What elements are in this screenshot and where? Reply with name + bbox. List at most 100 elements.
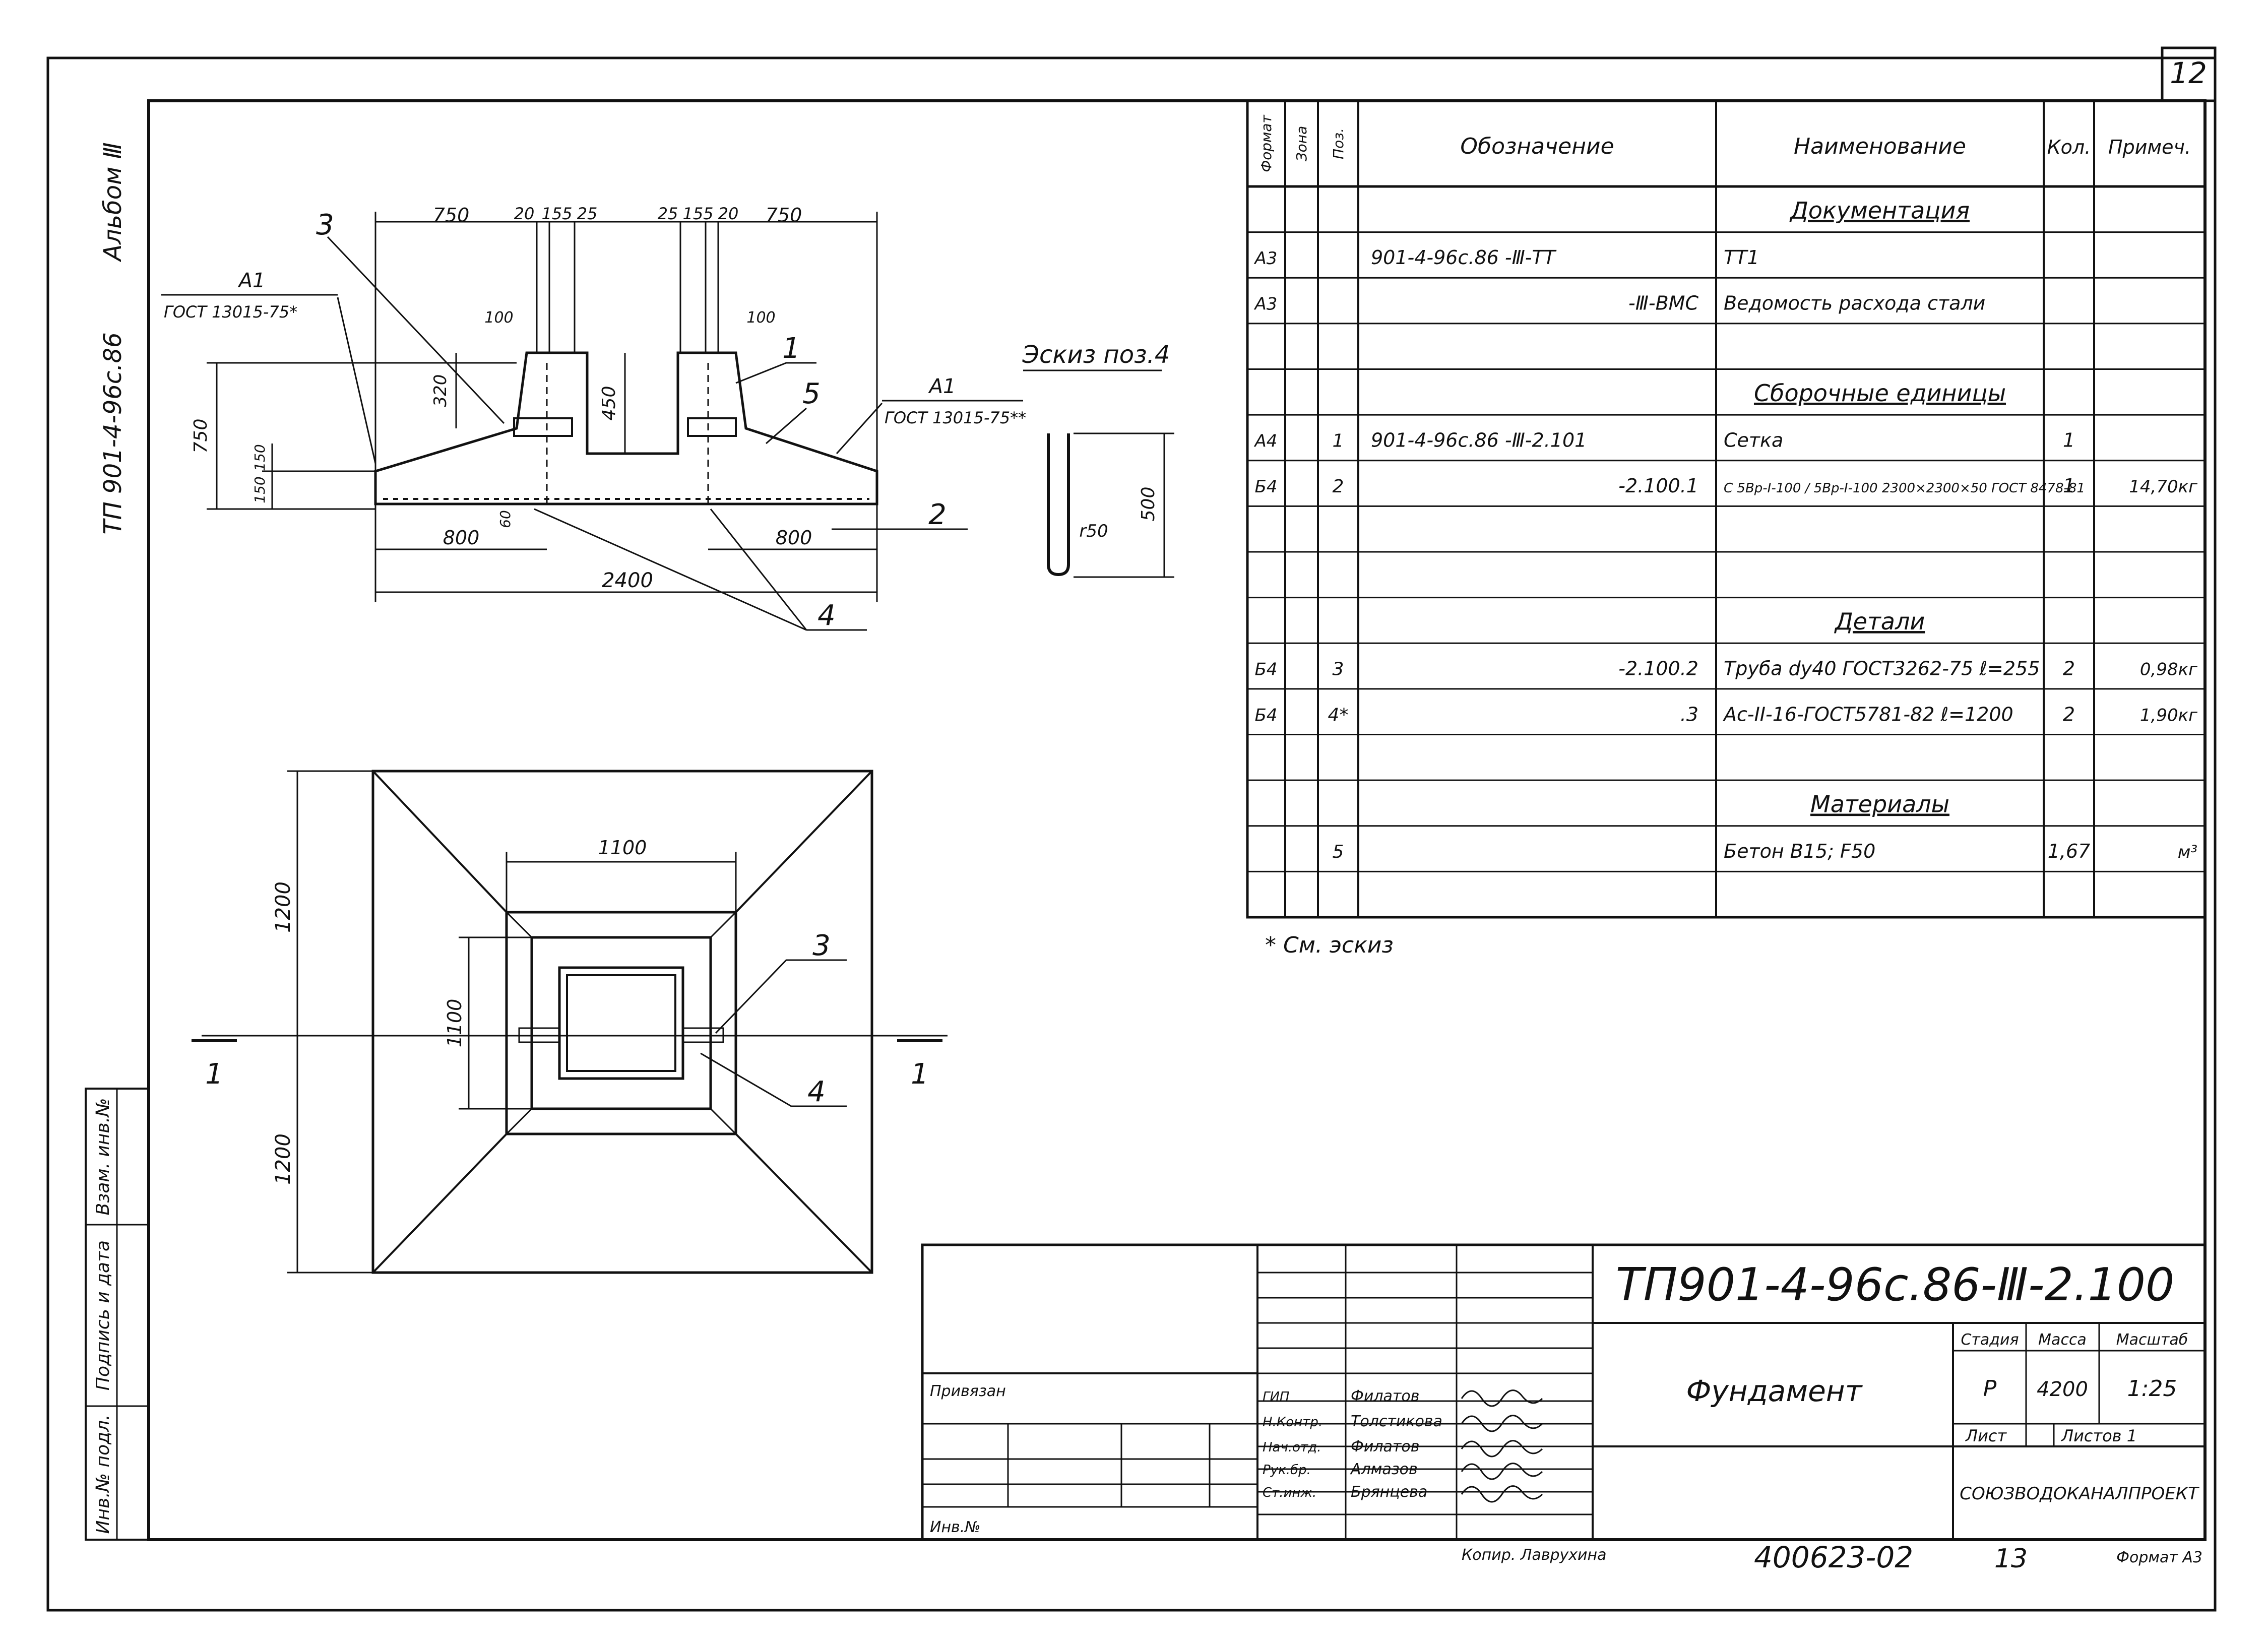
- spec-cell-designation: .3: [1680, 703, 1698, 725]
- approval-name: Филатов: [1351, 1387, 1419, 1405]
- approval-name: Филатов: [1351, 1438, 1419, 1455]
- callout-1-section: 1: [782, 332, 800, 365]
- col-header-pos: Поз.: [1330, 128, 1347, 159]
- spec-cell-format: Б4: [1255, 660, 1278, 680]
- album-code: ТП 901-4-96с.86: [99, 332, 127, 534]
- spec-cell-format: А3: [1254, 248, 1278, 269]
- spec-cell-format: Б4: [1255, 477, 1278, 497]
- spec-footnote: * См. эскиз: [1265, 932, 1394, 958]
- plan-dim-1200-bottom: 1200: [272, 1133, 295, 1185]
- cut-mark-right: 1: [911, 1058, 929, 1091]
- mass-value: 4200: [2037, 1378, 2088, 1401]
- spec-section-heading: Детали: [1834, 608, 1925, 635]
- dim-800-right: 800: [776, 527, 812, 549]
- dim-150-lower: 150: [251, 476, 268, 503]
- spec-cell-format: Б4: [1255, 705, 1278, 725]
- sketch-radius: r50: [1079, 521, 1108, 541]
- dim-2400: 2400: [602, 569, 653, 592]
- spec-cell-pos: 2: [1333, 476, 1344, 497]
- signature-scribble: [1461, 1415, 1543, 1432]
- signature-scribble: [1461, 1389, 1543, 1407]
- signature-scribble: [1461, 1463, 1543, 1480]
- spec-section-heading: Документация: [1789, 197, 1970, 224]
- dim-150-upper: 150: [251, 444, 268, 471]
- plan-inner: [530, 936, 712, 1110]
- dim-320: 320: [430, 374, 451, 407]
- mass-label: Масса: [2038, 1331, 2087, 1349]
- sketch-hook: [1047, 433, 1070, 577]
- spec-cell-name: Бетон В15; F50: [1724, 840, 1875, 862]
- plan-middle: [505, 911, 737, 1135]
- stamp-signature-date: Подпись и дата: [93, 1240, 113, 1390]
- signature-scribble: [1461, 1485, 1543, 1503]
- note-gost-right: ГОСТ 13015-75**: [885, 408, 1026, 427]
- spec-cell-designation: -2.100.2: [1618, 658, 1698, 680]
- signature-scribble: [1461, 1440, 1543, 1458]
- approval-role: Рук.бр.: [1263, 1463, 1311, 1478]
- callout-3-section: 3: [316, 209, 334, 241]
- spec-cell-pos: 3: [1333, 659, 1344, 680]
- approval-role: Ст.инж.: [1263, 1485, 1316, 1500]
- spec-cell-qty: 2: [2063, 658, 2075, 680]
- spec-cell-name: С 5Вр-I-100 / 5Вр-I-100 2300×2300×50 ГОС…: [1724, 481, 2085, 496]
- sketch-dim-500: 500: [1138, 487, 1159, 522]
- spec-cell-designation: -2.100.1: [1618, 475, 1698, 497]
- scale-label: Масштаб: [2116, 1331, 2188, 1349]
- spec-cell-note: 14,70кг: [2129, 477, 2198, 497]
- plan-callout-4: 4: [807, 1075, 826, 1108]
- col-header-note: Примеч.: [2108, 136, 2191, 158]
- dim-60: 60: [497, 510, 514, 528]
- footing-outline: [374, 351, 878, 505]
- plan-outer: [371, 770, 873, 1274]
- sheet-label: Лист: [1965, 1426, 2007, 1445]
- sketch-pos4: Эскиз поз.4 500 r50: [1022, 341, 1174, 578]
- spec-cell-format: А3: [1254, 294, 1278, 314]
- spec-table: Формат Зона Поз. Обозначение Наименовани…: [1246, 99, 2207, 919]
- spec-cell-name: Ведомость расхода стали: [1724, 292, 1985, 314]
- spec-cell-qty: 2: [2063, 703, 2075, 725]
- dim-top-750-left: 750: [433, 204, 470, 226]
- dim-100-left: 100: [484, 309, 513, 327]
- plan-dim-1100-v: 1100: [444, 999, 466, 1048]
- archive-number: 400623-02: [1754, 1540, 1913, 1574]
- org-name: СОЮЗВОДОКАНАЛПРОЕКТ: [1960, 1484, 2199, 1504]
- approval-name: Брянцева: [1351, 1483, 1427, 1501]
- dim-800-left: 800: [443, 527, 480, 549]
- dim-100-right: 100: [746, 309, 775, 327]
- dim-450: 450: [599, 386, 619, 421]
- col-header-format: Формат: [1258, 115, 1275, 172]
- plan-dim-1100-h: 1100: [598, 837, 647, 859]
- outer-frame: [46, 56, 2217, 1612]
- drawing-title: Фундамент: [1686, 1374, 1863, 1408]
- spec-cell-pos: 4*: [1328, 705, 1349, 725]
- spec-cell-pos: 5: [1333, 842, 1344, 862]
- sketch-title: Эскиз поз.4: [1022, 341, 1170, 369]
- dim-top-750-right: 750: [766, 204, 802, 226]
- callout-2-section: 2: [928, 498, 947, 531]
- spec-cell-name: ТТ1: [1724, 246, 1759, 269]
- cut-mark-left: 1: [205, 1058, 223, 1091]
- dim-top-20-left: 20: [514, 204, 535, 223]
- plan-pipe-box-inner: [566, 974, 676, 1072]
- drawing-code: ТП901-4-96с.86-Ⅲ-2.100: [1616, 1258, 2174, 1311]
- section-view: 750 20 155 25 25 155 20 750 100 100 320 …: [161, 204, 1026, 632]
- pipe-right: [687, 417, 737, 437]
- sheets-label: Листов 1: [2061, 1426, 2137, 1445]
- plan-dim-1200-top: 1200: [272, 881, 295, 933]
- privyazan-label: Привязан: [930, 1382, 1006, 1400]
- spec-cell-note: 0,98кг: [2140, 660, 2198, 680]
- col-header-qty: Кол.: [2047, 136, 2091, 158]
- approval-role: Нач.отд.: [1263, 1440, 1321, 1455]
- spec-cell-name: Сетка: [1724, 429, 1783, 452]
- stamp-vzam-inv: Взам. инв.№: [93, 1098, 113, 1216]
- plan-view: 1100 1100 1200 1200 3 4 1 1: [192, 770, 948, 1274]
- dim-750-vertical: 750: [191, 419, 211, 454]
- dim-top-25-left: 25: [577, 204, 598, 223]
- approval-name: Толстикова: [1351, 1413, 1442, 1430]
- spec-cell-note: м³: [2178, 842, 2197, 862]
- spec-section-heading: Материалы: [1810, 791, 1949, 818]
- dim-top-25-right: 25: [658, 204, 678, 223]
- pipe-left: [513, 417, 573, 437]
- spec-cell-qty: 1,67: [2048, 840, 2091, 862]
